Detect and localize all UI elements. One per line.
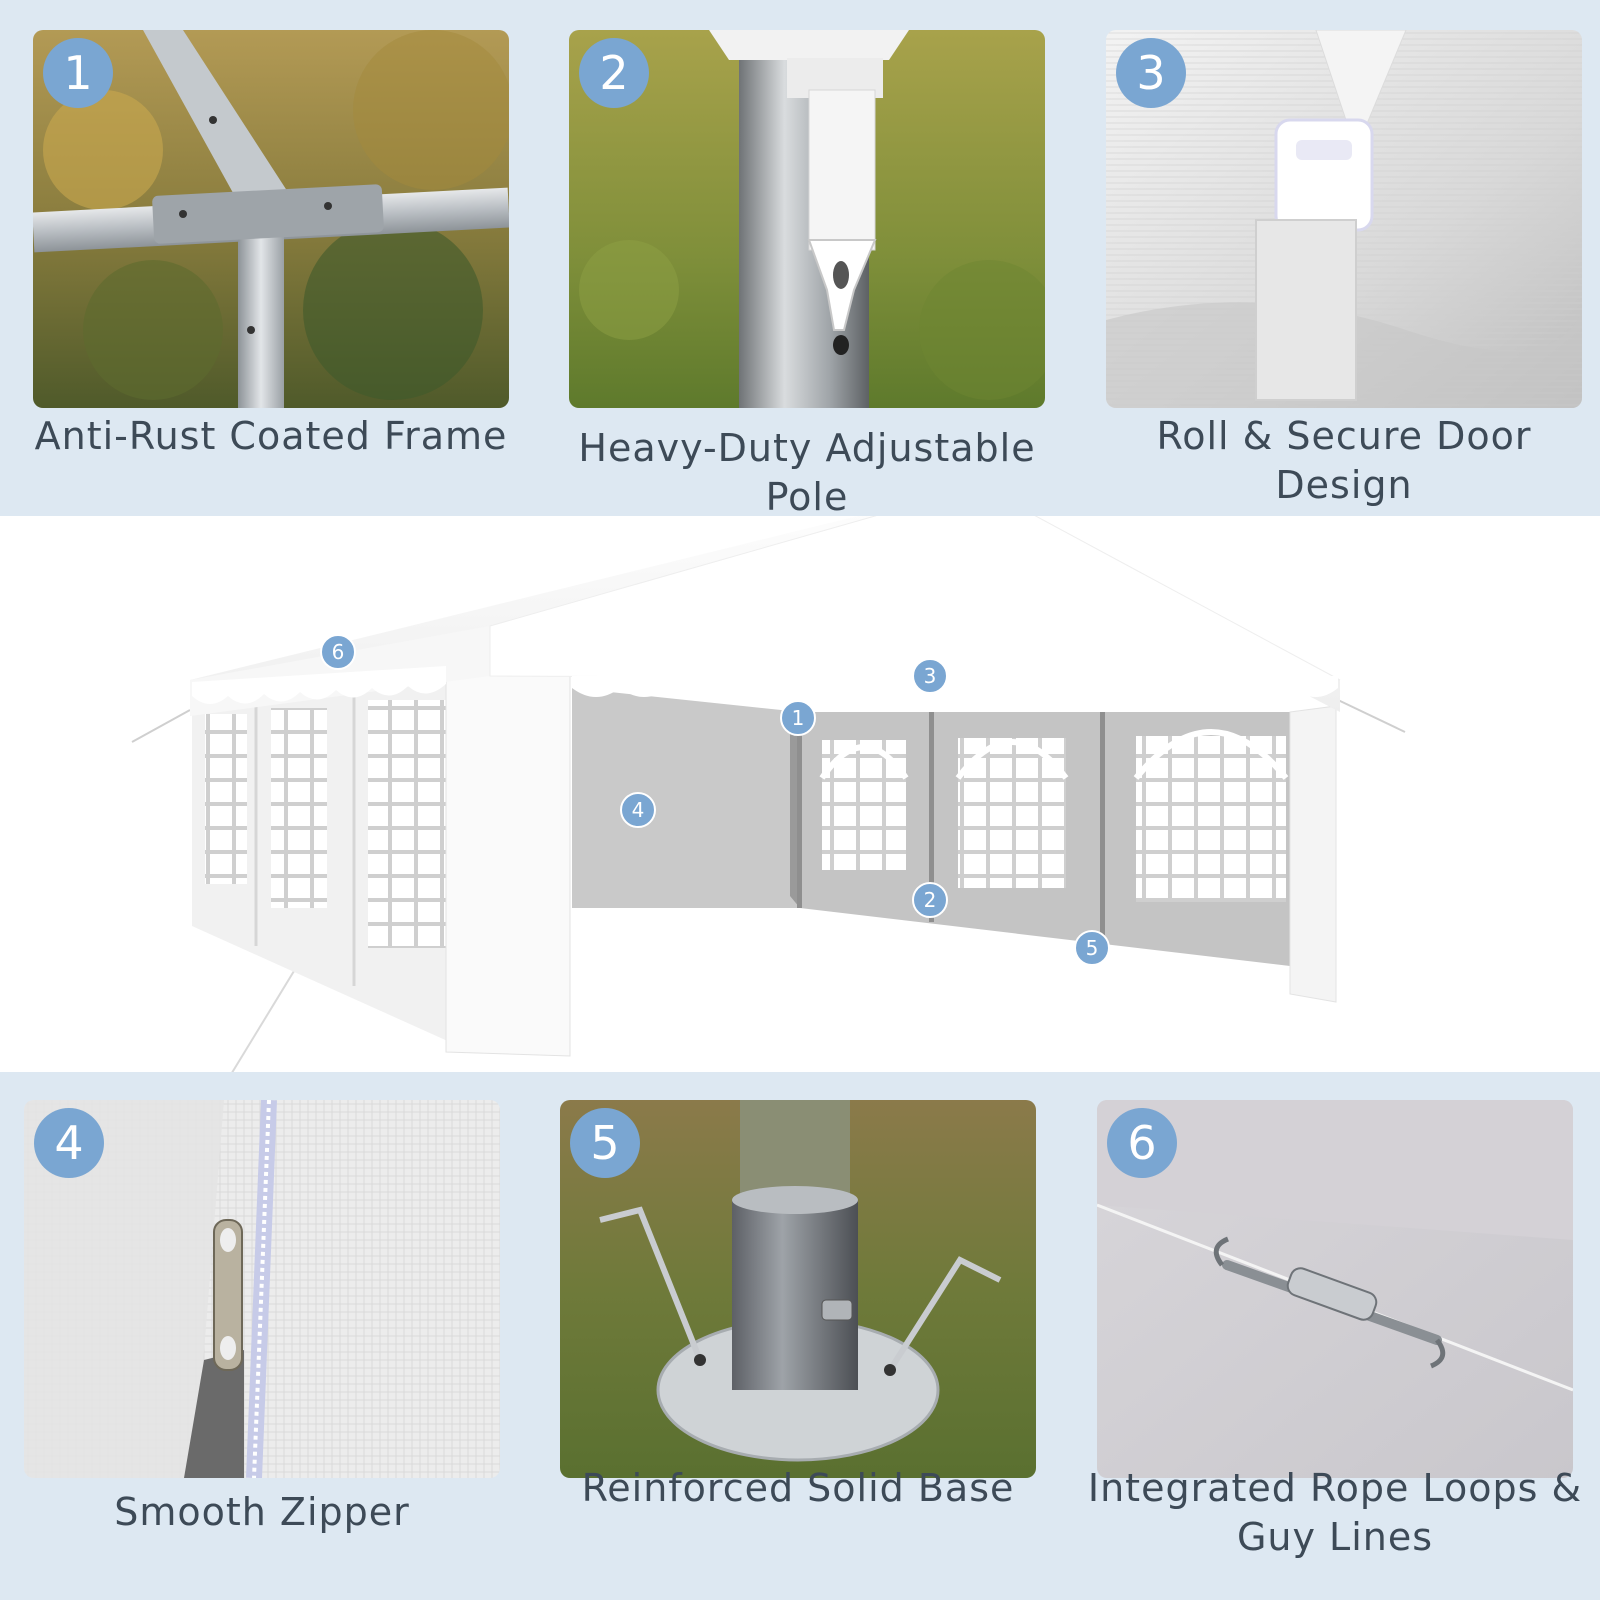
guy-line-photo-icon — [1097, 1100, 1573, 1478]
feature-photo-door: 3 — [1106, 30, 1582, 408]
frame-joint-photo-icon — [33, 30, 509, 408]
feature-caption: Smooth Zipper — [114, 1490, 410, 1534]
tent-hero-image: 6 3 1 4 2 5 — [0, 516, 1600, 1072]
zipper-photo-icon — [24, 1100, 500, 1478]
hero-marker: 2 — [912, 882, 948, 918]
feature-caption: Heavy-Duty Adjustable Pole — [578, 426, 1036, 519]
hero-marker: 1 — [780, 700, 816, 736]
hero-marker: 6 — [320, 634, 356, 670]
white-party-tent-illustration-icon — [131, 516, 1406, 1072]
feature-number-badge: 4 — [34, 1108, 104, 1178]
feature-photo-guy-line: 6 — [1097, 1100, 1573, 1478]
buckle-strap-photo-icon — [1106, 30, 1582, 408]
feature-caption: Reinforced Solid Base — [581, 1466, 1015, 1510]
feature-number-badge: 2 — [579, 38, 649, 108]
hero-marker: 4 — [620, 792, 656, 828]
hero-marker: 3 — [912, 658, 948, 694]
feature-number-badge: 6 — [1107, 1108, 1177, 1178]
feature-caption: Integrated Rope Loops & Guy Lines — [1087, 1466, 1583, 1559]
feature-photo-base: 5 — [560, 1100, 1036, 1478]
feature-number-badge: 5 — [570, 1108, 640, 1178]
pole-strap-photo-icon — [569, 30, 1045, 408]
base-plate-photo-icon — [560, 1100, 1036, 1478]
feature-photo-pole: 2 — [569, 30, 1045, 408]
hero-marker: 5 — [1074, 930, 1110, 966]
feature-photo-frame: 1 — [33, 30, 509, 408]
feature-caption: Roll & Secure Door Design — [1156, 414, 1532, 507]
feature-caption: Anti-Rust Coated Frame — [34, 414, 508, 458]
feature-photo-zipper: 4 — [24, 1100, 500, 1478]
feature-number-badge: 1 — [43, 38, 113, 108]
feature-number-badge: 3 — [1116, 38, 1186, 108]
